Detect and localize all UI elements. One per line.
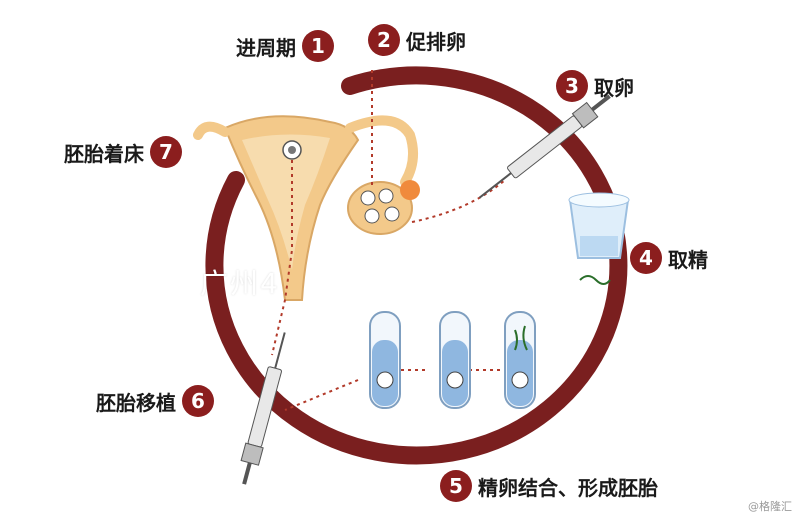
step-7-number: 7 [150, 136, 182, 168]
step-7-label: 胚胎着床 [64, 141, 144, 166]
step-7: 胚胎着床 7 [64, 136, 182, 168]
ovary-illustration [347, 180, 420, 235]
step-4-number: 4 [630, 242, 662, 274]
step-5-label: 精卵结合、形成胚胎 [478, 475, 658, 500]
step-6-label: 胚胎移植 [96, 390, 176, 415]
step-1-number: 1 [302, 30, 334, 62]
step-1: 进周期 1 [236, 30, 334, 62]
step-2-label: 促排卵 [406, 29, 466, 54]
sperm-cup [568, 192, 630, 285]
step-5: 5 精卵结合、形成胚胎 [440, 470, 658, 502]
step-6-number: 6 [182, 385, 214, 417]
watermark: @格隆汇 [748, 500, 792, 513]
cycle-ring [205, 66, 628, 465]
dotted-arrows [271, 70, 506, 411]
step-1-label: 进周期 [236, 35, 296, 60]
step-4: 4 取精 [630, 242, 708, 274]
step-3-label: 取卵 [594, 75, 634, 100]
egg-retrieval-syringe [478, 94, 611, 199]
step-2: 2 促排卵 [368, 24, 466, 56]
step-6: 胚胎移植 6 [96, 385, 214, 417]
step-3-number: 3 [556, 70, 588, 102]
uterus-illustration [193, 115, 419, 301]
test-tubes [369, 311, 536, 409]
step-4-label: 取精 [668, 247, 708, 272]
embryo-transfer-syringe [240, 332, 286, 485]
step-2-number: 2 [368, 24, 400, 56]
overlay-text: 广州4 [200, 267, 280, 300]
step-5-number: 5 [440, 470, 472, 502]
step-3: 3 取卵 [556, 70, 634, 102]
